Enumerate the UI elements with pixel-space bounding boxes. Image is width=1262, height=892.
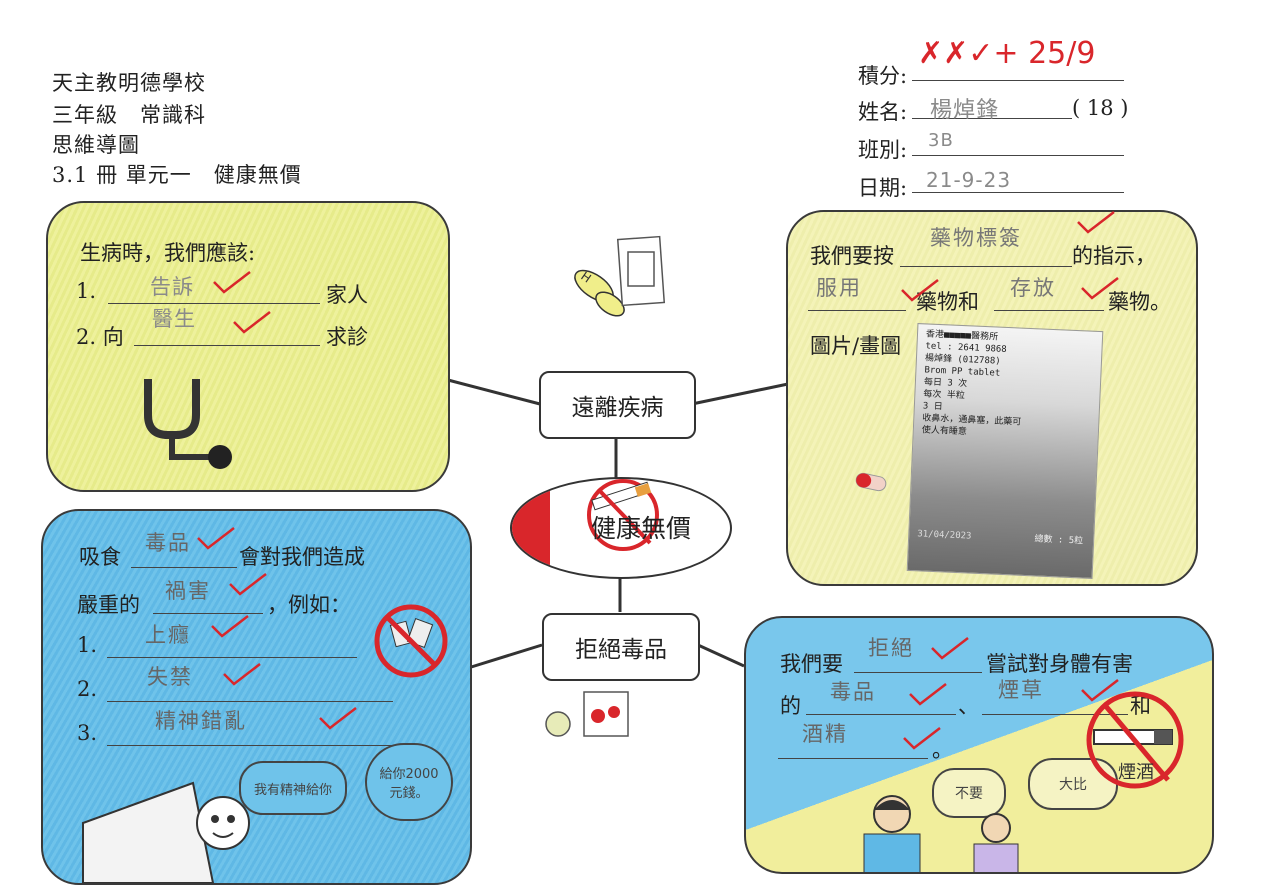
box-bl-line1-prefix: 吸食: [79, 541, 121, 571]
check-mark-icon: [196, 526, 236, 550]
center-title: 健康無價: [552, 509, 730, 545]
box-br-line2-prefix: 的: [780, 690, 801, 720]
answer-drug-label: 藥物標簽: [930, 222, 1022, 252]
answer-drugs-2: 毒品: [830, 676, 876, 706]
no-drugs-sign-icon: [371, 589, 451, 689]
box-tl-line1-suffix: 家人: [326, 279, 368, 309]
answer-alcohol: 酒精: [802, 718, 848, 748]
answer-tell: 告訴: [150, 271, 194, 301]
sign-label: 煙酒: [1118, 758, 1154, 784]
answer-addiction: 上癮: [145, 619, 191, 649]
check-mark-icon: [930, 636, 970, 660]
medicine-doodle-icon: H: [568, 232, 678, 322]
check-mark-icon: [908, 682, 948, 706]
box-tl-intro: 生病時，我們應該:: [80, 237, 255, 267]
center-topic: 健康無價: [510, 477, 732, 579]
check-mark-icon: [210, 614, 250, 638]
box-br-line1-prefix: 我們要: [780, 648, 843, 678]
box-bl-line1-suffix: 會對我們造成: [239, 541, 365, 571]
box-br-line2-sep: 、: [958, 690, 979, 720]
answer-mental-disorder: 精神錯亂: [155, 705, 247, 735]
branch-refuse-drugs: 拒絕毒品: [542, 613, 700, 681]
drug-dealer-drawing: [83, 763, 263, 883]
answer-incontinence: 失禁: [147, 661, 193, 691]
stethoscope-icon: [140, 375, 250, 475]
check-mark-icon: [222, 662, 262, 686]
answer-store: 存放: [1010, 272, 1056, 302]
answer-tobacco: 煙草: [998, 674, 1044, 704]
answer-doctor: 醫生: [152, 303, 196, 333]
box-tl-line2-prefix: 2. 向: [76, 321, 124, 351]
center-red-fill: [512, 479, 550, 577]
picture-label: 圖片/畫圖: [810, 330, 901, 360]
box-tl-line2-suffix: 求診: [326, 321, 368, 351]
check-mark-icon: [232, 310, 272, 334]
check-mark-icon: [318, 706, 358, 730]
check-mark-icon: [228, 572, 268, 596]
box-tl-line1-prefix: 1.: [76, 279, 96, 303]
answer-take: 服用: [816, 272, 862, 302]
speech-bubble-2: 給你2000元錢。: [365, 743, 453, 821]
check-mark-icon: [1076, 210, 1116, 234]
check-mark-icon: [900, 278, 940, 302]
item2-number: 2.: [77, 677, 97, 701]
box-bl-line2-prefix: 嚴重的: [77, 589, 140, 619]
label-date: 31/04/2023: [917, 528, 972, 542]
answer-drugs: 毒品: [145, 527, 191, 557]
answer-harm: 禍害: [165, 575, 211, 605]
item3-number: 3.: [77, 721, 97, 745]
box-tr-line1-suffix: 的指示，: [1072, 240, 1156, 270]
pill-icon: [854, 472, 890, 494]
check-mark-icon: [1080, 678, 1120, 702]
check-mark-icon: [1080, 276, 1120, 300]
pills-doodle-icon: [544, 688, 634, 742]
check-mark-icon: [212, 270, 252, 294]
box-drug-harm: 吸食 毒品 會對我們造成 嚴重的 禍害 ，例如： 1. 上癮 2. 失禁 3. …: [41, 509, 472, 885]
box-refuse-substances: 我們要 拒絕 嘗試對身體有害 的 毒品 、 煙草 和 酒精 。 不要 大比 煙酒: [744, 616, 1214, 874]
branch-avoid-disease: 遠離疾病: [539, 371, 696, 439]
box-bl-line2-suffix: ，例如：: [267, 589, 351, 619]
box-seek-help: 生病時，我們應該: 1. 告訴 家人 2. 向 醫生 求診: [46, 201, 450, 492]
children-drawing: [846, 794, 1026, 874]
box-tr-line1-prefix: 我們要按: [810, 240, 894, 270]
answer-refuse: 拒絕: [868, 632, 914, 662]
check-mark-icon: [902, 726, 942, 750]
medicine-label-photo: 香港■■■■■醫務所 tel : 2641 9868 楊焯鋒 (012788) …: [907, 323, 1104, 579]
label-total: 總數 : 5粒: [1034, 533, 1083, 547]
item1-number: 1.: [77, 633, 97, 657]
